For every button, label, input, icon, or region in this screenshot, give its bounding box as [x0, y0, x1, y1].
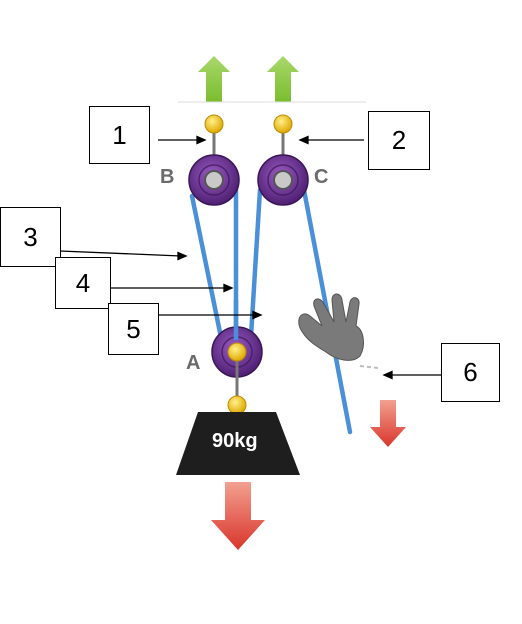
- pulley-c: [257, 154, 309, 206]
- weight-label: 90kg: [212, 430, 258, 452]
- pulley-b: [188, 154, 240, 206]
- axle-a: [227, 342, 247, 362]
- weight-block: [176, 412, 300, 475]
- anchor-b: [204, 114, 224, 134]
- down-arrow-icon: [370, 400, 406, 447]
- callout-3: 3: [0, 207, 61, 267]
- callout-6: 6: [441, 343, 500, 402]
- hook-a: [227, 395, 247, 415]
- up-arrow-icon: [198, 56, 230, 102]
- rope-segment-5: [247, 187, 263, 355]
- callout-1: 1: [89, 106, 150, 164]
- callout-5: 5: [108, 303, 159, 355]
- callout-4: 4: [55, 257, 111, 309]
- rope-grip: [359, 365, 379, 369]
- down-arrow-icon: [211, 482, 265, 550]
- rope-segment-3: [189, 193, 227, 355]
- callout-arrows: [59, 135, 442, 380]
- anchor-c: [273, 114, 293, 134]
- pulley-label-c: C: [314, 166, 329, 188]
- hand-icon: [298, 293, 364, 361]
- callout-2: 2: [368, 111, 430, 170]
- pulley-label-a: A: [186, 352, 201, 374]
- pulley-label-b: B: [160, 166, 175, 188]
- up-arrow-icon: [267, 56, 299, 102]
